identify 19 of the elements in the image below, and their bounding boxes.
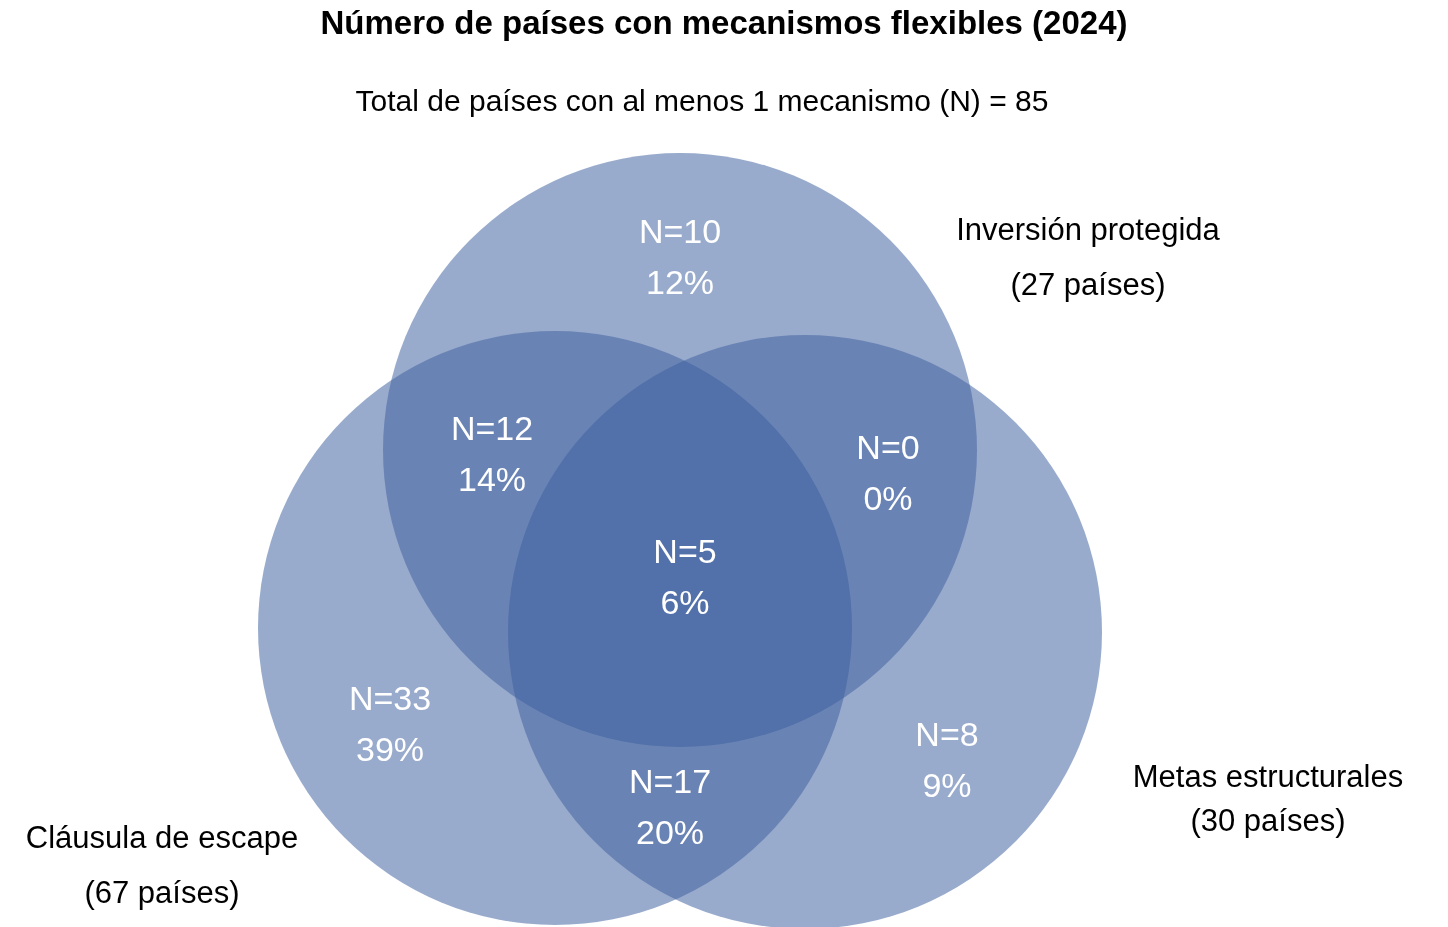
count-label: N=5	[653, 531, 717, 571]
count-label: N=12	[450, 408, 534, 448]
set-label: Cláusula de escape (67 países)	[24, 819, 300, 912]
percent-label: 9%	[922, 765, 972, 805]
set-label: Metas estructurales (30 países)	[1131, 758, 1405, 840]
count-label: N=17	[628, 761, 712, 801]
count-label: N=0	[856, 427, 920, 467]
chart-title: Número de países con mecanismos flexibles (2024)	[319, 4, 1129, 42]
set-label: Inversión protegida (27 países)	[955, 211, 1221, 304]
percent-label: 14%	[457, 459, 527, 499]
count-label: N=10	[638, 211, 722, 251]
percent-label: 0%	[863, 478, 913, 518]
percent-label: 20%	[635, 812, 705, 852]
count-label: N=33	[348, 678, 432, 718]
percent-label: 39%	[355, 729, 425, 769]
percent-label: 12%	[645, 262, 715, 302]
percent-label: 6%	[660, 582, 710, 622]
count-label: N=8	[915, 714, 979, 754]
subtitle: Total de países con al menos 1 mecanismo (N) = 85	[354, 84, 1050, 118]
